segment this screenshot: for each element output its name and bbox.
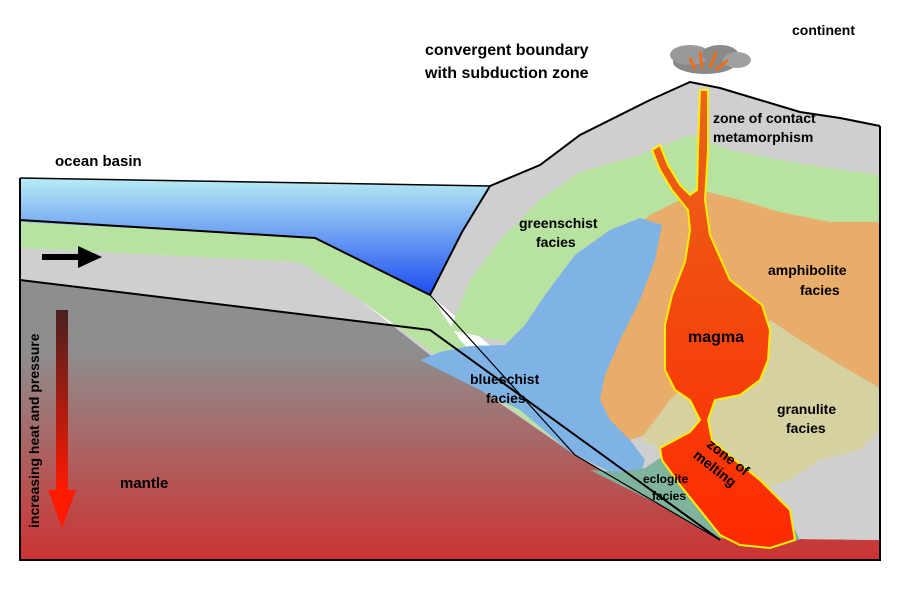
contact-metamorphism-label-line1: zone of contact xyxy=(713,110,816,126)
convergent-boundary-label-line1: convergent boundary xyxy=(425,42,589,59)
granulite-facies-label-line1: granulite xyxy=(777,401,836,417)
plate-motion-arrow-icon xyxy=(42,246,102,268)
oceanic-crust-greenschist-layer xyxy=(20,222,575,455)
magma-label: magma xyxy=(688,329,744,346)
greenschist-facies-label-line2: facies xyxy=(536,234,576,250)
eclogite-facies-label-line1: eclogite xyxy=(643,472,689,486)
amphibolite-facies-label-line1: amphibolite xyxy=(768,262,847,278)
convergent-boundary-label-line2: with subduction zone xyxy=(424,65,589,82)
volcanic-eruption-icon xyxy=(670,45,751,74)
blueschist-facies-zone xyxy=(420,218,662,475)
contact-metamorphism-label-line2: metamorphism xyxy=(713,129,813,145)
continent-label: continent xyxy=(792,22,855,38)
granulite-facies-label-line2: facies xyxy=(786,420,826,436)
magma-body xyxy=(650,89,797,550)
increasing-heat-pressure-label: increasing heat and pressure xyxy=(26,333,42,528)
diagram-frame xyxy=(19,126,881,561)
mantle-label: mantle xyxy=(120,475,168,492)
seafloor-line xyxy=(19,219,431,296)
mantle-region xyxy=(20,280,880,560)
eclogite-facies-label-line2: facies xyxy=(652,489,686,503)
blueschist-facies-label-line1: blueschist xyxy=(470,371,540,387)
subduction-interface-line xyxy=(429,294,721,541)
amphibolite-facies-label-line2: facies xyxy=(800,282,840,298)
continent-surface-line xyxy=(429,80,881,296)
heat-pressure-arrow-icon xyxy=(48,310,76,528)
ocean-surface-line xyxy=(19,177,491,187)
greenschist-facies-label-line1: greenschist xyxy=(519,215,598,231)
blueschist-facies-label-line2: facies xyxy=(486,390,526,406)
ocean-basin-label: ocean basin xyxy=(55,153,142,170)
oceanic-plate-lower-layer xyxy=(20,248,720,540)
slab-base-line xyxy=(19,279,721,541)
